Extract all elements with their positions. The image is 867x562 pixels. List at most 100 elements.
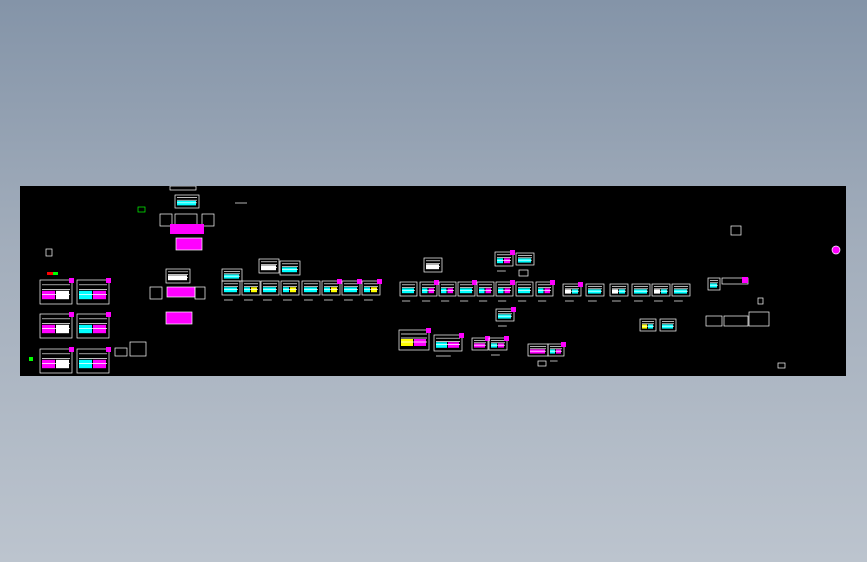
drawing-block-fill <box>93 290 106 300</box>
drawing-block <box>399 281 418 297</box>
drawing-block-fill <box>79 290 92 300</box>
drawing-block <box>221 280 241 296</box>
drawing-marker <box>561 342 566 347</box>
drawing-block <box>494 251 514 267</box>
drawing-block <box>201 213 215 227</box>
drawing-block <box>419 281 438 297</box>
drawing-marker <box>578 282 583 287</box>
drawing-block <box>169 186 197 191</box>
drawing-marker <box>550 280 555 285</box>
drawing-marker <box>459 333 464 338</box>
drawing-block <box>631 283 651 297</box>
drawing-block <box>280 280 300 296</box>
drawing-block <box>609 283 629 297</box>
drawing-block <box>547 343 565 357</box>
drawing-block <box>279 260 301 276</box>
drawing-marker <box>472 280 477 285</box>
drawing-marker <box>53 272 58 275</box>
drawing-block <box>76 313 110 339</box>
drawing-block <box>76 348 110 374</box>
drawing-block <box>495 281 514 297</box>
drawing-block <box>423 257 443 273</box>
drawing-block <box>258 258 280 274</box>
drawing-block-fill <box>436 342 447 348</box>
drawing-block <box>166 286 196 298</box>
drawing-block-fill <box>448 342 459 348</box>
drawing-block <box>321 280 341 296</box>
drawing-block <box>476 281 495 297</box>
drawing-marker <box>69 312 74 317</box>
drawing-block <box>149 286 163 300</box>
drawing-sheet[interactable] <box>20 186 846 376</box>
drawing-linework <box>29 186 841 374</box>
drawing-block <box>748 311 770 327</box>
drawing-block <box>39 348 73 374</box>
drawing-block <box>723 315 749 327</box>
drawing-block <box>241 280 261 296</box>
drawing-marker <box>426 328 431 333</box>
drawing-block <box>114 347 128 357</box>
drawing-block <box>651 283 671 297</box>
drawing-block <box>175 237 203 251</box>
drawing-block <box>39 279 73 305</box>
drawing-marker <box>434 280 439 285</box>
drawing-block-fill <box>79 324 92 334</box>
drawing-marker <box>47 272 53 275</box>
drawing-marker <box>831 245 841 255</box>
drawing-marker <box>485 336 490 341</box>
drawing-block <box>301 280 321 296</box>
drawing-block <box>585 283 605 297</box>
drawing-block <box>705 315 723 327</box>
drawing-block <box>433 334 463 352</box>
drawing-block <box>471 337 489 351</box>
drawing-marker <box>29 357 33 361</box>
drawing-marker <box>137 206 146 213</box>
drawing-block <box>159 213 173 227</box>
drawing-block-fill <box>56 290 69 300</box>
drawing-block-fill <box>56 324 69 334</box>
drawing-block <box>757 297 764 305</box>
drawing-marker <box>510 280 515 285</box>
drawing-block <box>639 318 657 332</box>
drawing-block-fill <box>42 290 55 300</box>
drawing-block <box>174 194 200 209</box>
drawing-marker <box>504 336 509 341</box>
drawing-marker <box>377 279 382 284</box>
drawing-block <box>495 308 515 322</box>
drawing-block <box>361 280 381 296</box>
drawing-block <box>515 252 535 266</box>
drawing-block-fill <box>414 339 426 346</box>
drawing-block <box>562 283 582 297</box>
drawing-block <box>39 313 73 339</box>
drawing-block-fill <box>42 324 55 334</box>
drawing-block-fill <box>401 339 413 346</box>
drawing-block <box>707 277 721 291</box>
drawing-block <box>76 279 110 305</box>
drawing-block-fill <box>93 359 106 369</box>
drawing-block <box>488 337 508 351</box>
drawing-block <box>165 268 191 284</box>
drawing-block <box>659 318 677 332</box>
drawing-marker <box>69 278 74 283</box>
drawing-block <box>398 329 430 351</box>
drawing-block <box>438 281 457 297</box>
drawing-block <box>537 360 547 367</box>
drawing-fill <box>170 224 204 234</box>
drawing-block <box>515 281 534 297</box>
drawing-marker <box>742 277 748 283</box>
drawing-block <box>45 248 53 257</box>
drawing-block-fill <box>42 359 55 369</box>
drawing-block <box>260 280 280 296</box>
drawing-marker <box>69 347 74 352</box>
drawing-block <box>518 269 529 277</box>
drawing-block <box>341 280 361 296</box>
drawing-block <box>777 362 786 369</box>
drawing-marker <box>510 250 515 255</box>
drawing-block <box>730 225 742 236</box>
drawing-block-fill <box>56 359 69 369</box>
drawing-block-fill <box>93 324 106 334</box>
drawing-marker <box>106 312 111 317</box>
drawing-block <box>165 311 193 325</box>
drawing-marker <box>357 279 362 284</box>
